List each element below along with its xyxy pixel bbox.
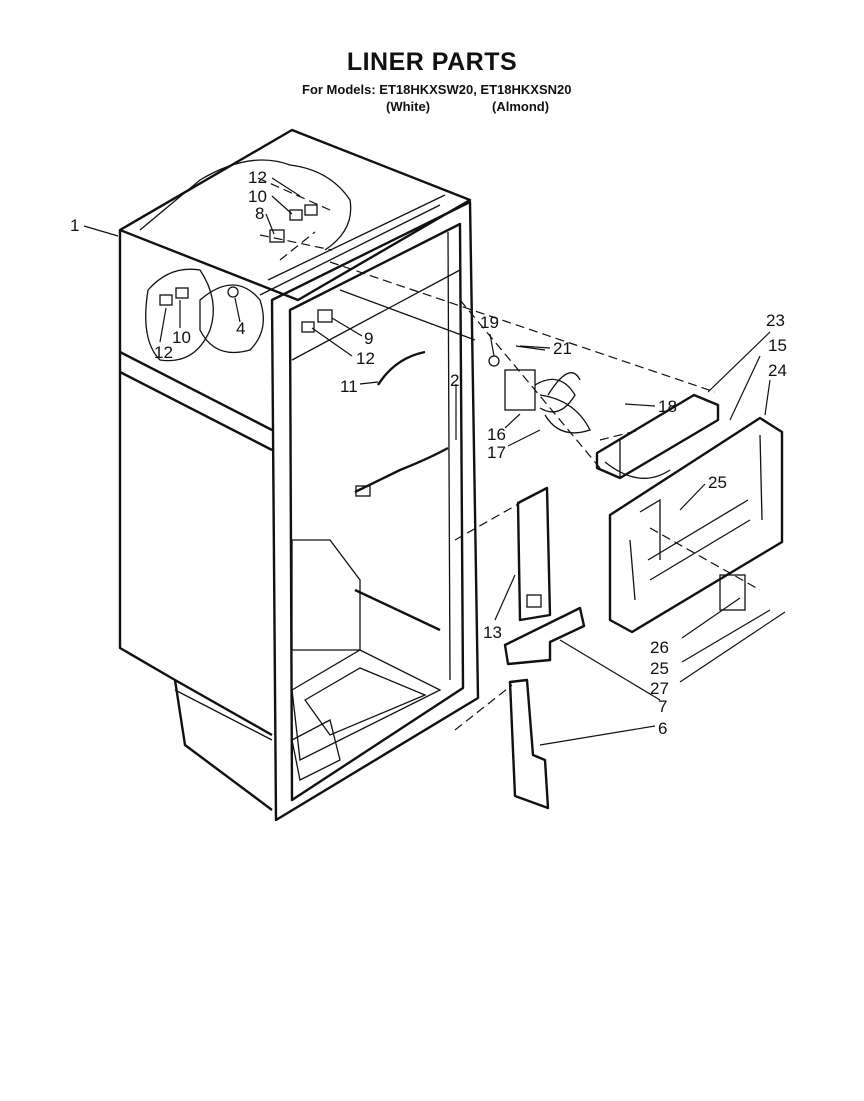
duct-panels — [503, 486, 586, 810]
callout-numbers: 1 12 10 8 4 12 10 9 12 11 2 19 21 23 15 … — [70, 168, 787, 738]
wire-harness — [354, 350, 449, 632]
callout-10a: 10 — [248, 187, 267, 206]
page-title: LINER PARTS — [346, 48, 518, 76]
callout-10b: 10 — [172, 328, 191, 347]
callout-7: 7 — [658, 697, 667, 716]
callout-19: 19 — [480, 313, 499, 332]
callout-4: 4 — [236, 319, 245, 338]
variant-white: (White) — [386, 99, 431, 114]
callout-25a: 25 — [708, 473, 727, 492]
callout-15: 15 — [768, 336, 787, 355]
callout-25b: 25 — [650, 659, 669, 678]
callout-27: 27 — [650, 679, 669, 698]
cabinet-hardware — [159, 204, 333, 333]
callout-2: 2 — [450, 371, 459, 390]
callout-8: 8 — [255, 204, 264, 223]
callout-1: 1 — [70, 216, 79, 235]
callout-12c: 12 — [356, 349, 375, 368]
callout-21: 21 — [553, 339, 572, 358]
callout-18: 18 — [658, 397, 677, 416]
fan-grille — [595, 393, 720, 480]
rear-panel — [608, 416, 784, 634]
alignment-lines — [257, 177, 761, 731]
callout-12b: 12 — [154, 343, 173, 362]
callout-17: 17 — [487, 443, 506, 462]
variant-almond: (Almond) — [492, 99, 550, 114]
callout-6: 6 — [658, 719, 667, 738]
callout-12a: 12 — [248, 168, 267, 187]
callout-9: 9 — [364, 329, 373, 348]
models-line: For Models: ET18HKXSW20, ET18HKXSN20 — [302, 82, 572, 97]
leader-lines — [83, 177, 786, 746]
cabinet-liner — [118, 128, 480, 822]
callout-16: 16 — [487, 425, 506, 444]
callout-13: 13 — [483, 623, 502, 642]
callout-26: 26 — [650, 638, 669, 657]
callout-23: 23 — [766, 311, 785, 330]
fan-motor-assembly — [488, 345, 591, 434]
callout-24: 24 — [768, 361, 787, 380]
callout-11: 11 — [340, 377, 358, 396]
